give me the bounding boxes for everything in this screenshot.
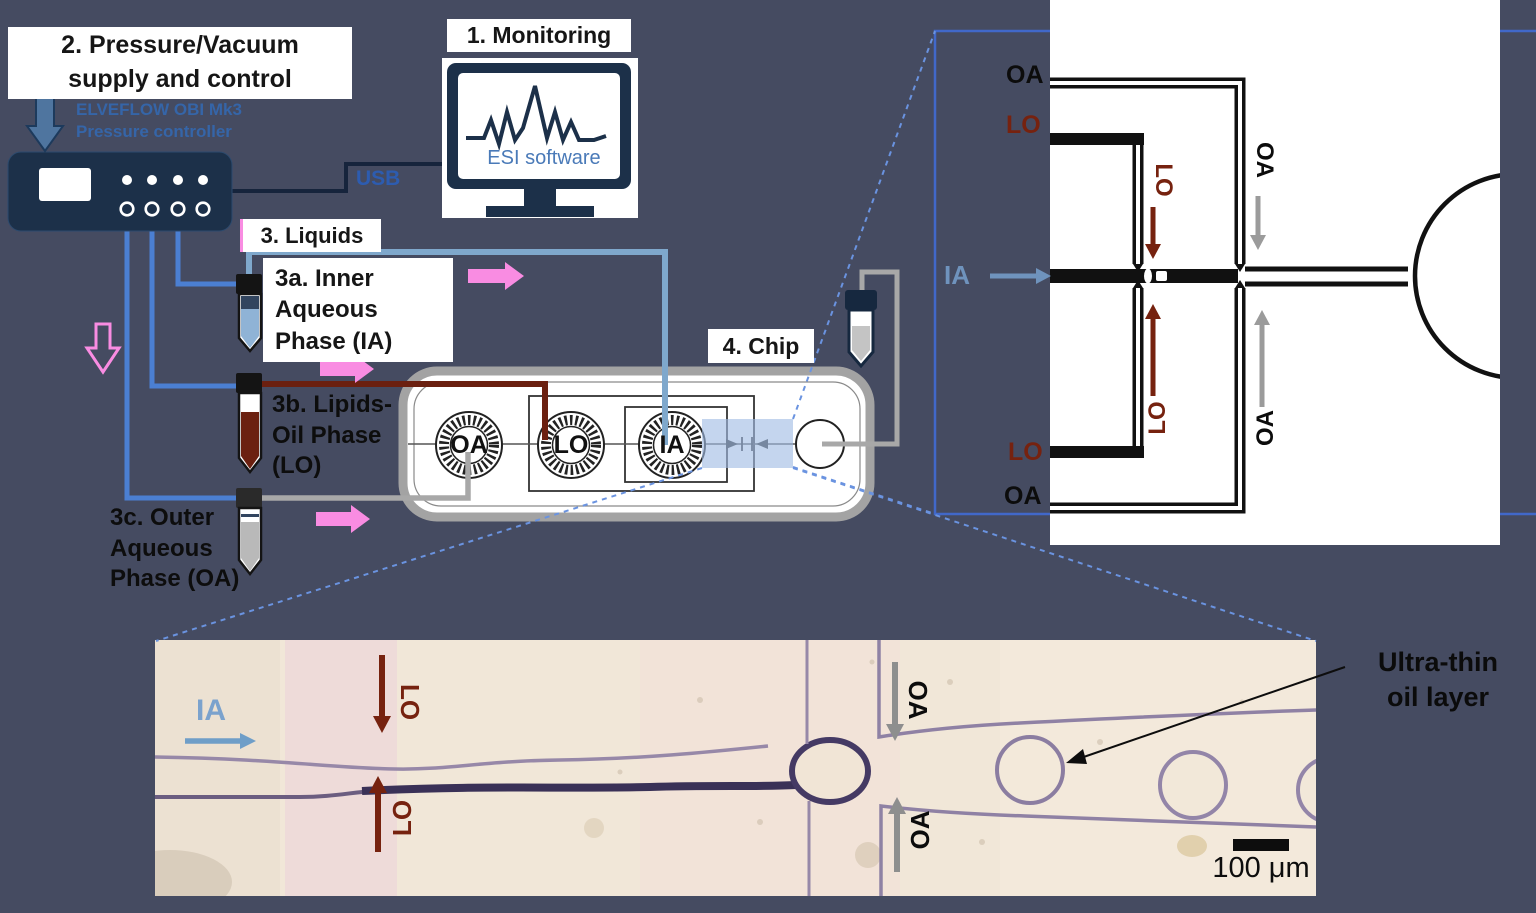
ia-tubing [246,249,668,445]
schematic-oa-top-label: OA [1006,61,1044,89]
liquids-title: 3. Liquids [240,219,381,252]
lo-phase-label: 3b. Lipids- Oil Phase (LO) [272,391,392,480]
lo-tubing [261,381,548,440]
oa-phase-label: 3c. Outer Aqueous Phase (OA) [110,504,240,593]
schematic-lo-bottom-label: LO [1008,438,1043,466]
reservoir-lo-label: LO [553,431,589,459]
lo-vial [236,373,263,475]
usb-cable [232,162,452,193]
micrograph-ia-label: IA [196,694,226,727]
droplet [1158,750,1228,820]
flow-direction-pink-arrows [316,262,524,533]
schematic-droplet-outlet [1412,173,1500,379]
droplet [995,735,1065,805]
micrograph-image [155,640,1316,896]
reservoir-ia-label: IA [659,431,685,459]
droplet [1296,759,1316,821]
waveform-icon [466,85,607,152]
schematic-oa-flow-top-label: OA [1251,142,1278,178]
forming-droplet [789,737,871,805]
reservoir-lo [537,411,605,479]
schematic-oa-flow-bottom-label: OA [1252,410,1279,446]
schematic-lo-flow-top-label: LO [1150,163,1177,197]
monitoring-title: 1. Monitoring [447,19,631,52]
oa-tubing [261,452,471,501]
device-ports [119,201,211,217]
ia-phase-label: 3a. Inner Aqueous Phase (IA) [263,258,453,362]
usb-label: USB [356,167,401,190]
zoom-connector-lines [155,30,1317,642]
micrograph-lo-top-label: LO [395,683,426,721]
schematic-oa-bottom-label: OA [1004,482,1042,510]
pressure-controller-device [7,151,233,232]
pressure-down-arrow-icon [25,96,65,153]
outlet-tubing [822,269,900,447]
device-leds [122,175,208,185]
ia-vial [236,274,263,353]
reservoir-oa-label: OA [450,431,488,459]
schematic-lo-flow-bottom-label: LO [1144,401,1171,435]
schematic-ia-arrow [990,268,1051,284]
oil-layer-annotation: Ultra-thin oil layer [1378,647,1498,713]
scale-bar [1233,839,1289,851]
chip-title: 4. Chip [708,329,814,363]
scale-bar-label: 100 μm [1212,852,1310,884]
schematic-ia-label: IA [944,260,970,290]
esi-software-label: ESI software [487,147,601,169]
pressure-title: 2. Pressure/Vacuum supply and control [8,27,352,99]
schematic-lo-top-label: LO [1006,111,1041,139]
device-screen [39,168,91,201]
micrograph-oa-arrows [886,662,906,872]
oil-jet [361,781,797,795]
junction-highlight [702,419,793,468]
monitor-icon [442,58,638,218]
vacuum-outline-arrow-icon [84,322,122,375]
schematic-lo-flow-arrows [1145,207,1161,396]
micrograph-ia-arrow [185,733,256,749]
micrograph-lo-arrows [369,655,391,852]
chip-schematic-panel [990,0,1500,545]
micrograph-oa-bottom-label: OA [904,810,935,850]
collection-vial [845,290,877,369]
micrograph-lo-bottom-label: LO [386,799,417,837]
schematic-oa-flow-arrows [1250,196,1270,407]
micrograph-oa-top-label: OA [903,680,934,720]
controller-name: ELVEFLOW OBI Mk3 Pressure controller [76,100,242,142]
oa-vial [236,488,263,577]
pressure-supply-lines [124,211,236,501]
annotation-arrow [1066,666,1346,764]
